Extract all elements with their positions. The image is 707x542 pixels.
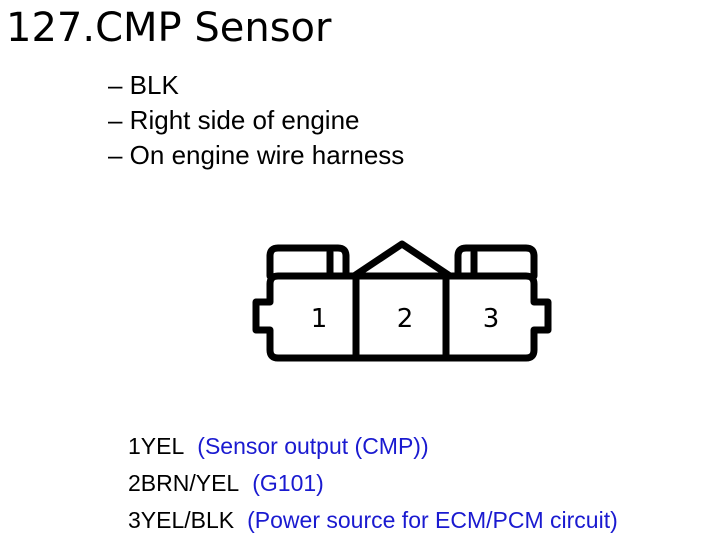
- connector-body: [252, 272, 552, 362]
- pin-terminal: 3: [128, 507, 141, 533]
- page-title: 127.CMP Sensor: [6, 2, 331, 54]
- title-text: CMP Sensor: [95, 5, 332, 51]
- pin-wire: YEL/BLK: [140, 507, 235, 533]
- pin-row: 1YEL (Sensor output (CMP)): [128, 428, 618, 465]
- pin-description: (G101): [252, 470, 324, 496]
- detail-location: – Right side of engine: [108, 105, 360, 135]
- pin-description: (Power source for ECM/PCM circuit): [247, 507, 618, 533]
- terminal-2-label: 2: [397, 304, 414, 334]
- pin-wire: BRN/YEL: [140, 470, 240, 496]
- pin-row: 2BRN/YEL (G101): [128, 465, 618, 502]
- sensor-details: – BLK – Right side of engine – On engine…: [108, 68, 404, 173]
- pin-description: (Sensor output (CMP)): [197, 433, 429, 459]
- center-peak: [350, 240, 454, 280]
- terminal-1-label: 1: [311, 304, 328, 334]
- detail-color: – BLK: [108, 70, 179, 100]
- pin-terminal: 1: [128, 433, 141, 459]
- title-number: 127.: [6, 5, 96, 51]
- right-latch: [454, 244, 538, 280]
- pin-terminal: 2: [128, 470, 141, 496]
- pin-row: 3YEL/BLK (Power source for ECM/PCM circui…: [128, 502, 618, 539]
- left-latch: [266, 244, 350, 280]
- pin-list: 1YEL (Sensor output (CMP)) 2BRN/YEL (G101)…: [128, 428, 618, 539]
- pin-wire: YEL: [140, 433, 185, 459]
- detail-harness: – On engine wire harness: [108, 140, 405, 170]
- terminal-3-label: 3: [483, 304, 500, 334]
